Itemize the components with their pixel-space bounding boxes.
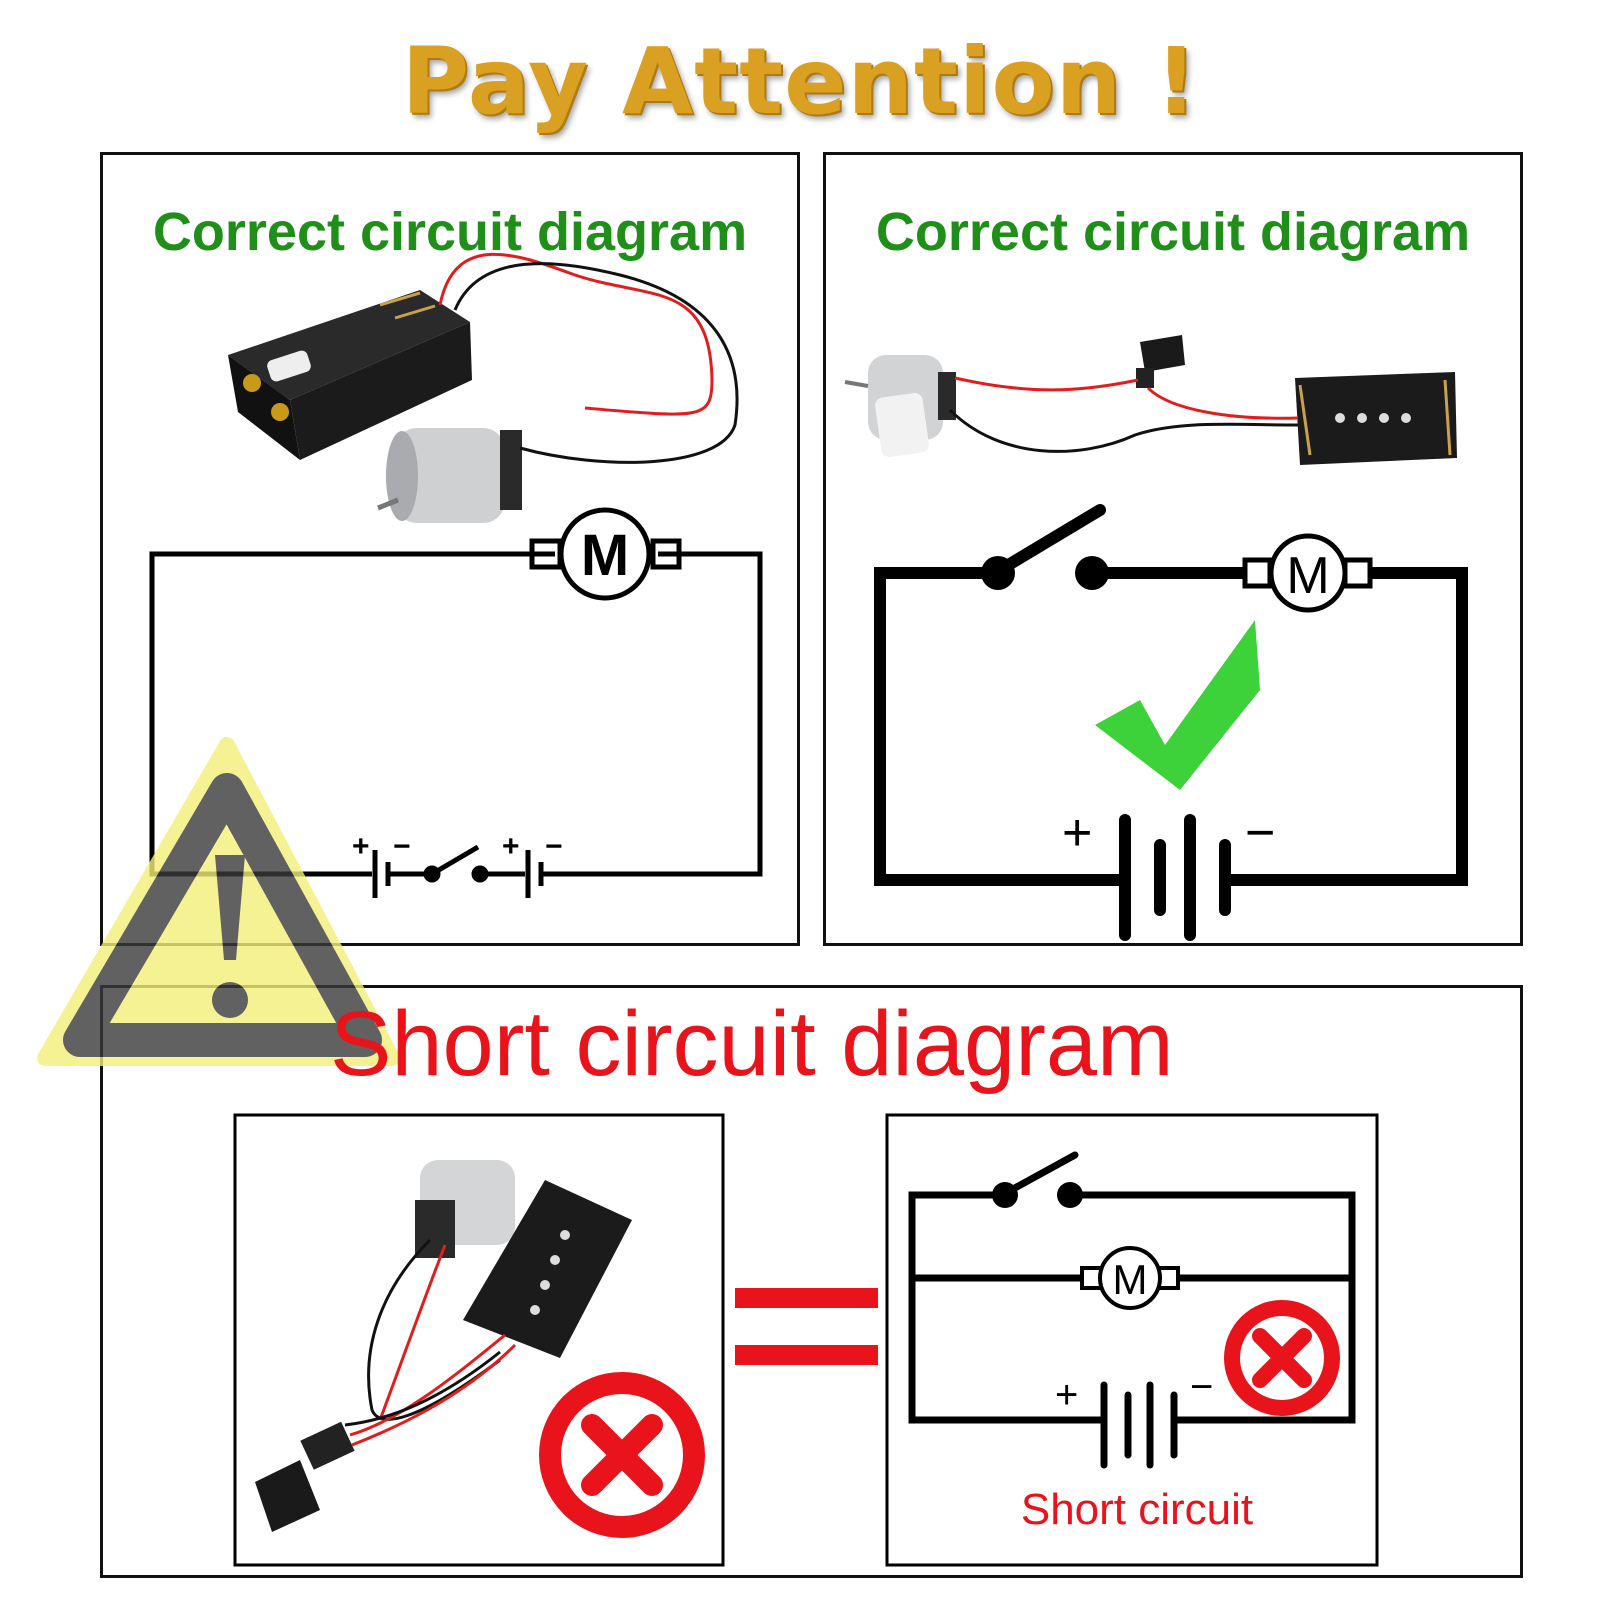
switch-contact — [981, 556, 1015, 590]
battery-minus-sign: − — [545, 830, 563, 863]
motor-photo — [415, 1160, 515, 1258]
battery-plus-sign: + — [352, 830, 370, 863]
schematic-right — [874, 504, 1468, 941]
switch-contact — [1057, 1182, 1083, 1208]
battery-plus-sign: + — [1055, 1373, 1078, 1417]
battery-holder-photo — [463, 1180, 632, 1358]
panel-heading: Correct circuit diagram — [152, 202, 748, 262]
battery-holder-photo — [228, 290, 472, 460]
battery-plus-sign: + — [502, 830, 520, 863]
motor-photo — [377, 428, 522, 523]
battery-minus-sign: − — [1245, 804, 1275, 862]
panel-correct-right: Correct circuit diagram — [823, 152, 1523, 946]
battery-minus-sign: − — [1190, 1365, 1213, 1409]
warning-triangle-icon — [37, 737, 400, 1066]
schematic-frame — [885, 1113, 1379, 1567]
switch-photo — [1136, 335, 1185, 388]
motor-label: M — [581, 523, 629, 588]
motor-label: M — [1286, 547, 1329, 605]
check-mark-icon — [1095, 620, 1260, 790]
motor-symbol — [1080, 1246, 1180, 1310]
battery-holder-photo — [1295, 372, 1457, 465]
panel-heading: Correct circuit diagram — [875, 202, 1471, 262]
motor-photo — [844, 355, 956, 458]
error-cross-icon — [1224, 1300, 1340, 1416]
photo-frame — [233, 1113, 725, 1567]
short-circuit-heading: Short circuit diagram — [330, 993, 1174, 1095]
page-title: Pay Attention ! — [401, 28, 1199, 135]
switch-contact — [992, 1182, 1018, 1208]
battery-plus-sign: + — [1062, 804, 1092, 862]
battery-minus-sign: − — [393, 830, 411, 863]
motor-symbol — [1242, 533, 1373, 613]
switch-contact — [1075, 556, 1109, 590]
schematic-left — [149, 507, 763, 898]
short-circuit-caption: Short circuit — [1020, 1485, 1254, 1534]
error-cross-icon — [539, 1372, 705, 1538]
switch-photo — [255, 1421, 355, 1532]
motor-label: M — [1113, 1256, 1148, 1303]
equals-sign-icon — [735, 1288, 878, 1365]
